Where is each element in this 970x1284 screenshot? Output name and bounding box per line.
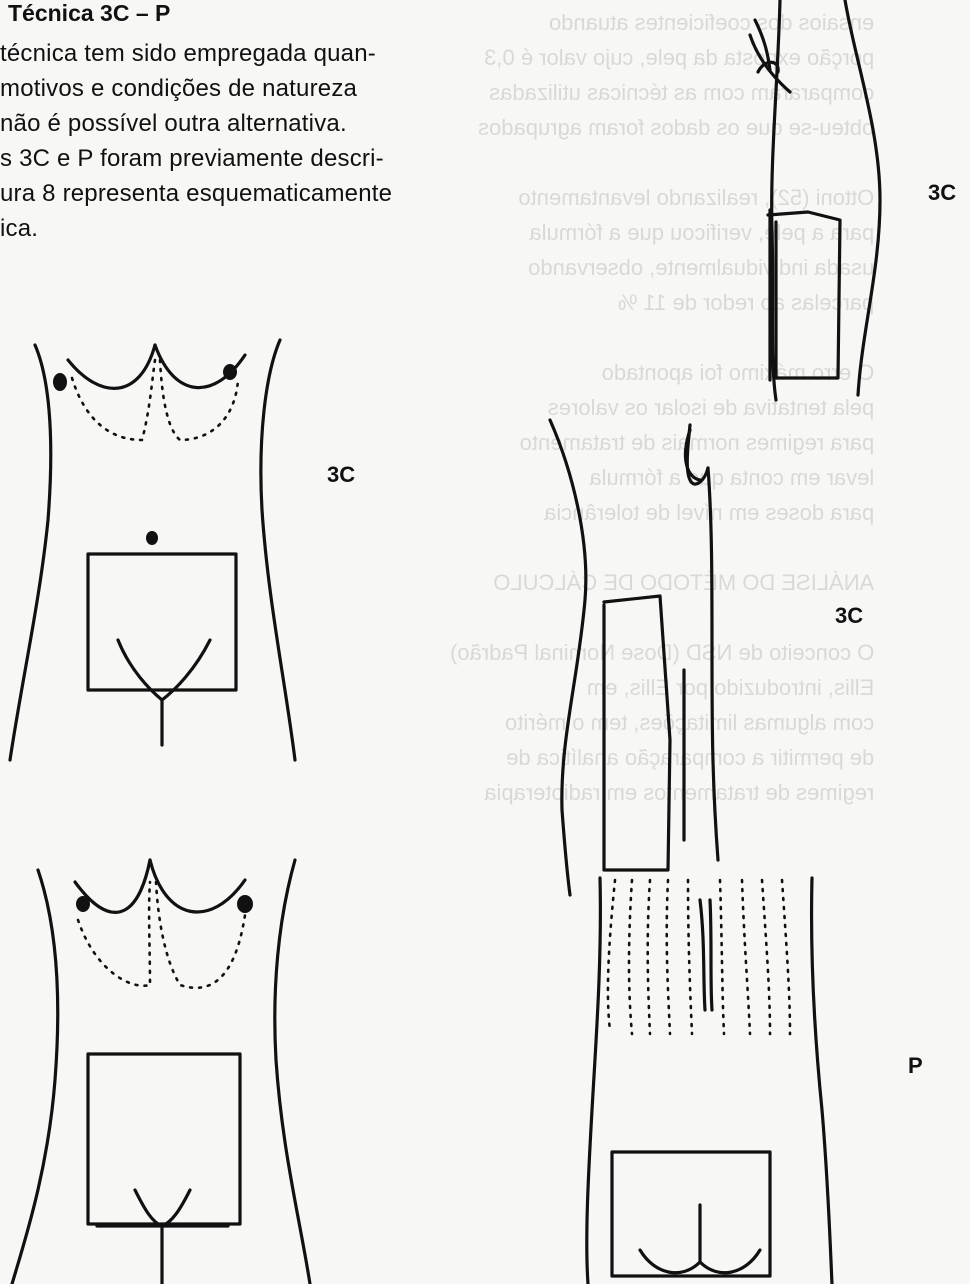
side-view-upper-figure [750,0,880,400]
figure-label-back: P [908,1053,923,1079]
side-view-lower-figure [550,420,718,895]
figure-label-side-upper: 3C [928,180,956,206]
figure-label-side-lower: 3C [835,603,863,629]
back-view-figure [587,878,832,1284]
figure-label-front-upper: 3C [327,462,355,488]
front-torso-lower-figure [12,860,310,1284]
front-torso-upper-figure [10,340,295,760]
